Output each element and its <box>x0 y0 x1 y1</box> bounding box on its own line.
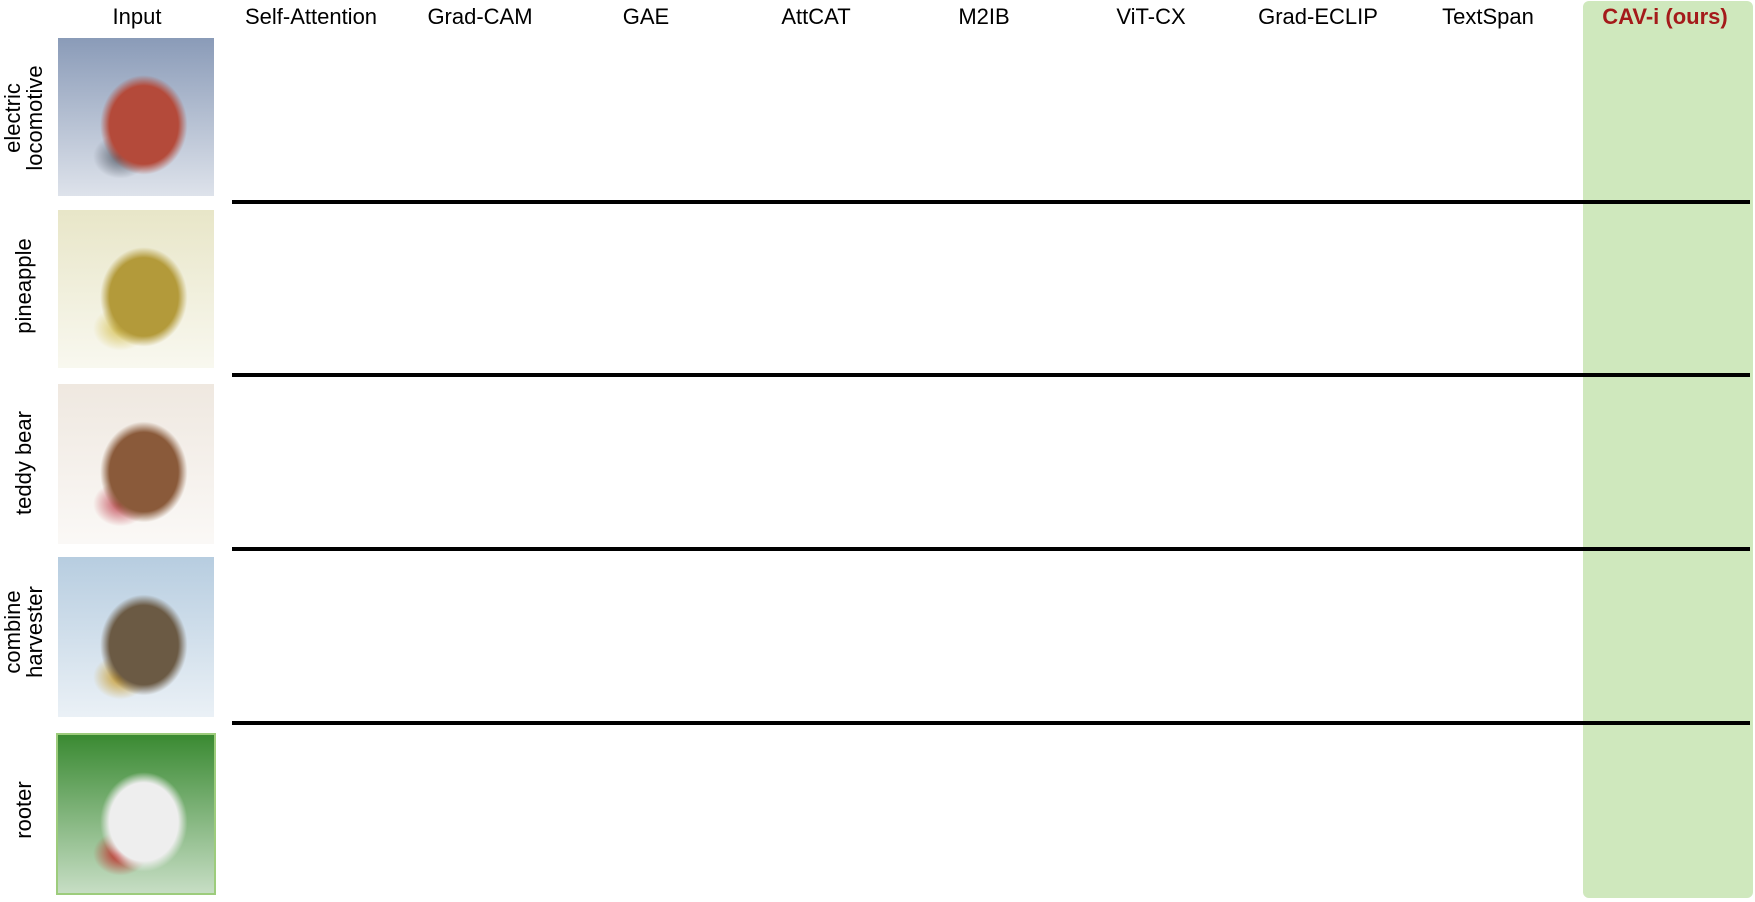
heatmap-image <box>1410 384 1568 544</box>
heatmap-image <box>1241 384 1399 544</box>
heatmap-image <box>905 735 1063 893</box>
heatmap-image <box>1241 210 1399 368</box>
row-separator <box>232 373 1750 377</box>
heatmap-image <box>400 38 558 196</box>
header-attcat: AttCAT <box>781 4 851 29</box>
row-separator <box>232 200 1750 204</box>
heatmap-image <box>1075 384 1233 544</box>
ours-highlight-panel <box>1583 1 1753 898</box>
heatmap-image <box>1075 735 1233 893</box>
heatmap-image <box>400 557 558 717</box>
header-textspan: TextSpan <box>1442 4 1534 29</box>
heatmap-image <box>231 384 389 544</box>
ours-heatmap <box>1590 38 1747 196</box>
header-gae: GAE <box>622 4 670 29</box>
heatmap-image <box>905 210 1063 368</box>
heatmap-image <box>905 384 1063 544</box>
ours-heatmap <box>1590 210 1747 368</box>
heatmap-image <box>231 210 389 368</box>
header-cav-i-ours: CAV-i (ours) <box>1602 4 1728 29</box>
ours-heatmap <box>1590 735 1747 893</box>
heatmap-image <box>737 210 895 368</box>
heatmap-image <box>1075 557 1233 717</box>
ours-heatmap <box>1590 557 1747 717</box>
heatmap-image <box>1410 735 1568 893</box>
heatmap-image <box>1410 210 1568 368</box>
heatmap-image <box>1410 38 1568 196</box>
header-m2ib: M2IB <box>958 4 1010 29</box>
heatmap-image <box>905 557 1063 717</box>
header-input: Input <box>112 4 162 29</box>
heatmap-image <box>231 38 389 196</box>
heatmap-image <box>567 210 725 368</box>
heatmap-image <box>1410 557 1568 717</box>
header-self-attention: Self-Attention <box>244 4 378 29</box>
heatmap-image <box>737 384 895 544</box>
heatmap-image <box>400 210 558 368</box>
heatmap-image <box>400 384 558 544</box>
heatmap-image <box>567 384 725 544</box>
heatmap-image <box>567 557 725 717</box>
heatmap-image <box>737 38 895 196</box>
input-image <box>58 38 214 196</box>
row-separator <box>232 547 1750 551</box>
header-grad-cam: Grad-CAM <box>427 4 533 29</box>
heatmap-image <box>905 38 1063 196</box>
heatmap-image <box>1075 38 1233 196</box>
heatmap-image <box>1241 38 1399 196</box>
heatmap-image <box>567 735 725 893</box>
input-image <box>58 557 214 717</box>
heatmap-image <box>737 557 895 717</box>
heatmap-image <box>231 735 389 893</box>
heatmap-image <box>1241 557 1399 717</box>
input-image <box>58 735 214 893</box>
row-separator <box>232 721 1750 725</box>
heatmap-image <box>1075 210 1233 368</box>
header-grad-eclip: Grad-ECLIP <box>1258 4 1378 29</box>
heatmap-image <box>231 557 389 717</box>
heatmap-image <box>567 38 725 196</box>
input-image <box>58 210 214 368</box>
input-image <box>58 384 214 544</box>
header-vit-cx: ViT-CX <box>1116 4 1186 29</box>
ours-heatmap <box>1590 384 1747 544</box>
heatmap-image <box>737 735 895 893</box>
heatmap-image <box>400 735 558 893</box>
heatmap-image <box>1241 735 1399 893</box>
